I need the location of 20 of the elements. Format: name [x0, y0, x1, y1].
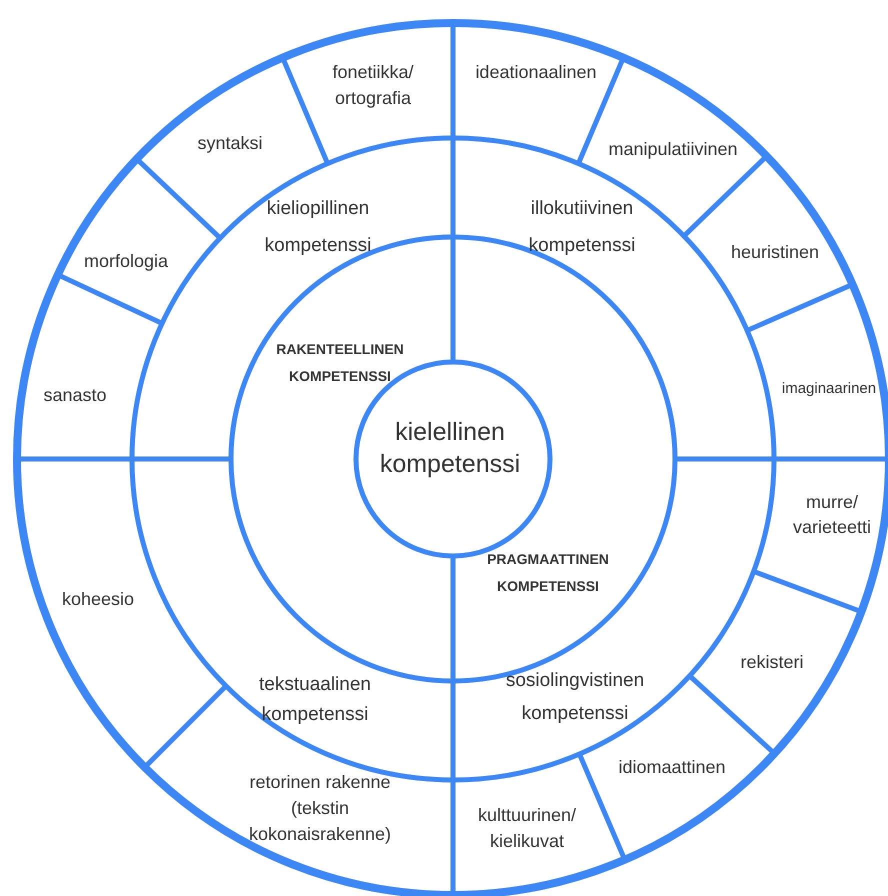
- segment-label: murre/ varieteetti: [784, 490, 880, 540]
- segment-label: syntaksi: [180, 130, 280, 156]
- segment-label: heuristinen: [715, 239, 835, 265]
- quadrant-label: kieliopillinen kompetenssi: [248, 190, 388, 264]
- segment-label: manipulatiivinen: [588, 136, 758, 162]
- segment-label: kulttuurinen/ kielikuvat: [462, 802, 592, 854]
- segment-label: retorinen rakenne (tekstin kokonaisrakenne): [225, 769, 415, 847]
- quadrant-label: sosiolingvistinen kompetenssi: [490, 664, 660, 730]
- segment-label: koheesio: [48, 586, 148, 612]
- segment-label: idiomaattinen: [602, 754, 742, 780]
- segment-label: rekisteri: [722, 649, 822, 675]
- half-ring-label: RAKENTEELLINEN KOMPETENSSI: [245, 336, 435, 390]
- quadrant-label: illokutiivinen kompetenssi: [512, 190, 652, 264]
- segment-label: morfologia: [66, 248, 186, 274]
- segment-label: fonetiikka/ ortografia: [318, 59, 428, 111]
- segment-label: imaginaarinen: [771, 376, 887, 402]
- half-ring-label: PRAGMAATTINEN KOMPETENSSI: [458, 546, 638, 600]
- quadrant-label: tekstuaalinen kompetenssi: [245, 670, 385, 730]
- segment-label: sanasto: [30, 382, 120, 408]
- segment-label: ideationaalinen: [456, 59, 616, 85]
